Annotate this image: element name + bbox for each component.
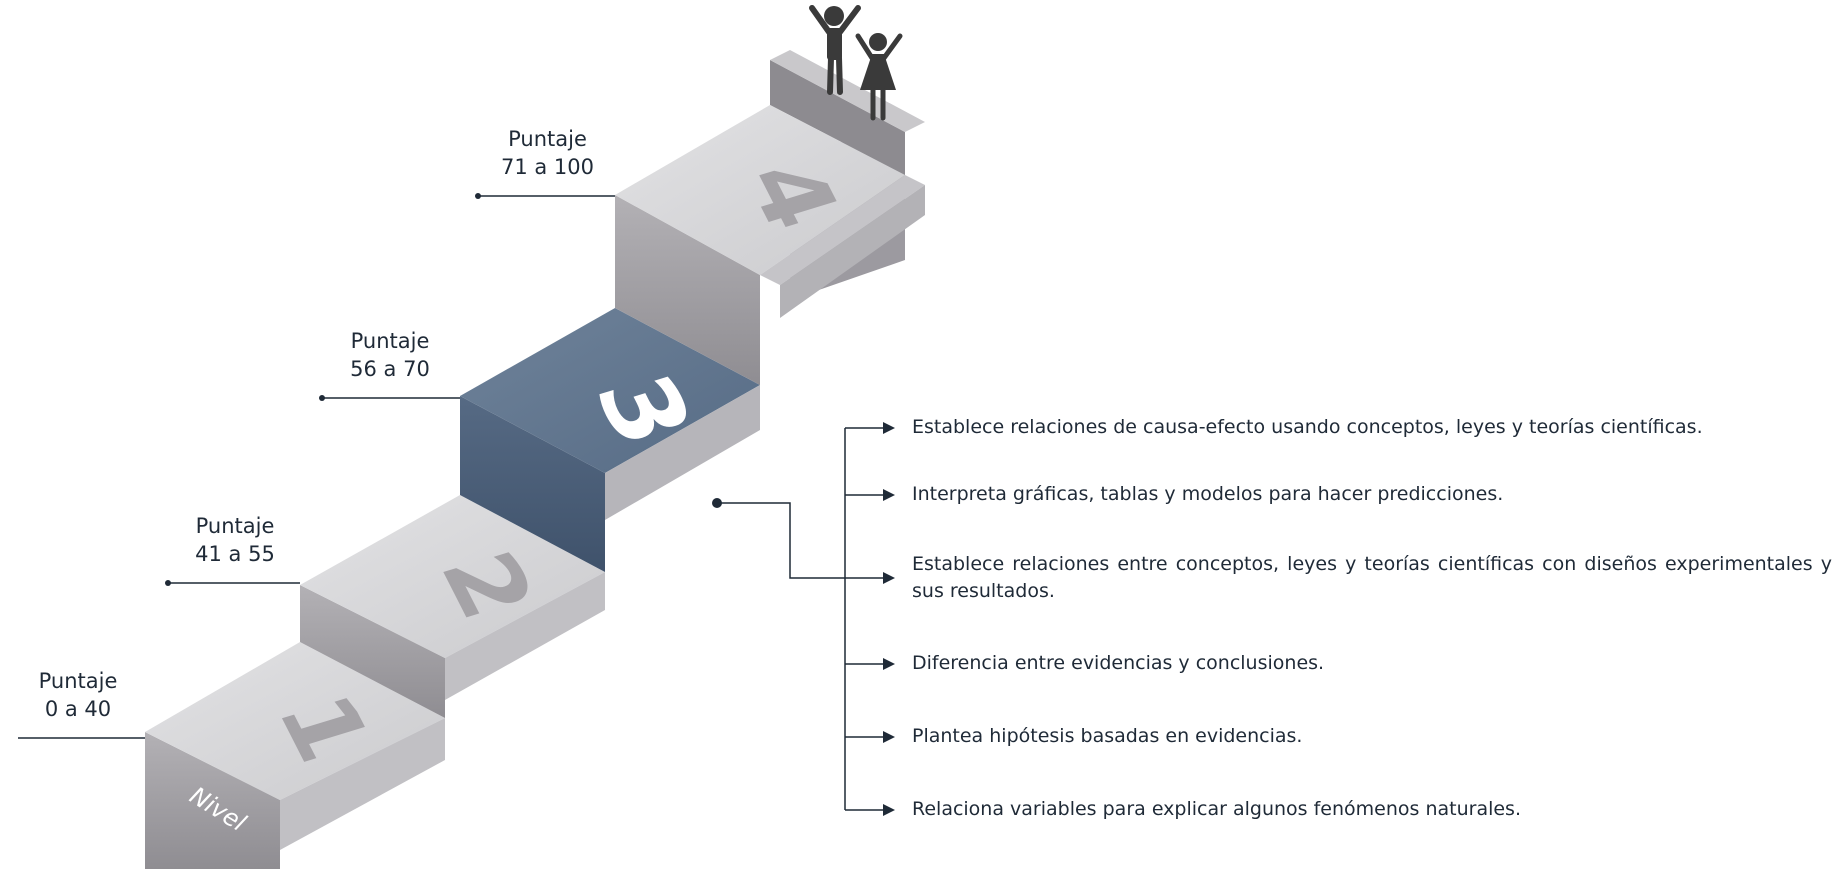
step-3-top	[460, 308, 760, 473]
step-1-side	[280, 718, 445, 850]
arrow-icon	[883, 422, 895, 434]
arrow-icon	[883, 731, 895, 743]
score-leader-lines	[18, 195, 615, 739]
step-3-riser	[460, 396, 605, 572]
step-4-back-post	[770, 50, 925, 132]
step-1-top	[145, 642, 445, 800]
descriptor-item: Plantea hipótesis basadas en evidencias.	[912, 725, 1303, 747]
descriptor-item: Establece relaciones entre conceptos, le…	[912, 553, 1832, 602]
step-3-side	[605, 385, 760, 520]
leader-dot-level-4	[475, 193, 481, 199]
descriptor-item: Establece relaciones de causa-efecto usa…	[912, 416, 1703, 438]
step-4-edge	[760, 175, 925, 285]
step-2-top	[300, 495, 605, 658]
step-2-riser	[300, 585, 445, 718]
man-figure-icon	[809, 5, 861, 95]
score-range: 0 a 40	[44, 697, 112, 721]
score-range: 56 a 70	[350, 357, 430, 381]
descriptor-connector	[712, 427, 885, 811]
descriptor-item: Relaciona variables para explicar alguno…	[912, 798, 1521, 820]
leader-dot-level-2	[165, 580, 171, 586]
leader-dot-level-3	[319, 395, 325, 401]
step-4-top	[615, 105, 905, 275]
score-title: Puntaje	[350, 329, 430, 353]
score-label-level-1: Puntaje 0 a 40	[28, 667, 128, 723]
score-title: Puntaje	[38, 669, 118, 693]
score-title: Puntaje	[508, 127, 587, 151]
arrow-icon	[883, 489, 895, 501]
step-2-side	[445, 572, 605, 700]
arrow-icon	[883, 658, 895, 670]
score-label-level-4: Puntaje 71 a 100	[485, 125, 610, 181]
woman-figure-icon	[855, 33, 903, 121]
step-4-right-side	[780, 185, 925, 318]
score-label-level-3: Puntaje 56 a 70	[330, 327, 450, 383]
score-range: 41 a 55	[195, 542, 275, 566]
descriptor-item: Diferencia entre evidencias y conclusion…	[912, 652, 1325, 674]
descriptor-arrowheads	[883, 422, 895, 816]
step-4-riser	[615, 195, 760, 385]
arrow-icon	[883, 804, 895, 816]
descriptor-item: Interpreta gráficas, tablas y modelos pa…	[912, 483, 1504, 505]
arrow-icon	[883, 572, 895, 584]
step-1-riser	[145, 732, 280, 869]
score-range: 71 a 100	[500, 155, 595, 179]
score-label-level-2: Puntaje 41 a 55	[180, 512, 290, 568]
score-title: Puntaje	[195, 514, 275, 538]
step-4-wall	[770, 60, 905, 175]
